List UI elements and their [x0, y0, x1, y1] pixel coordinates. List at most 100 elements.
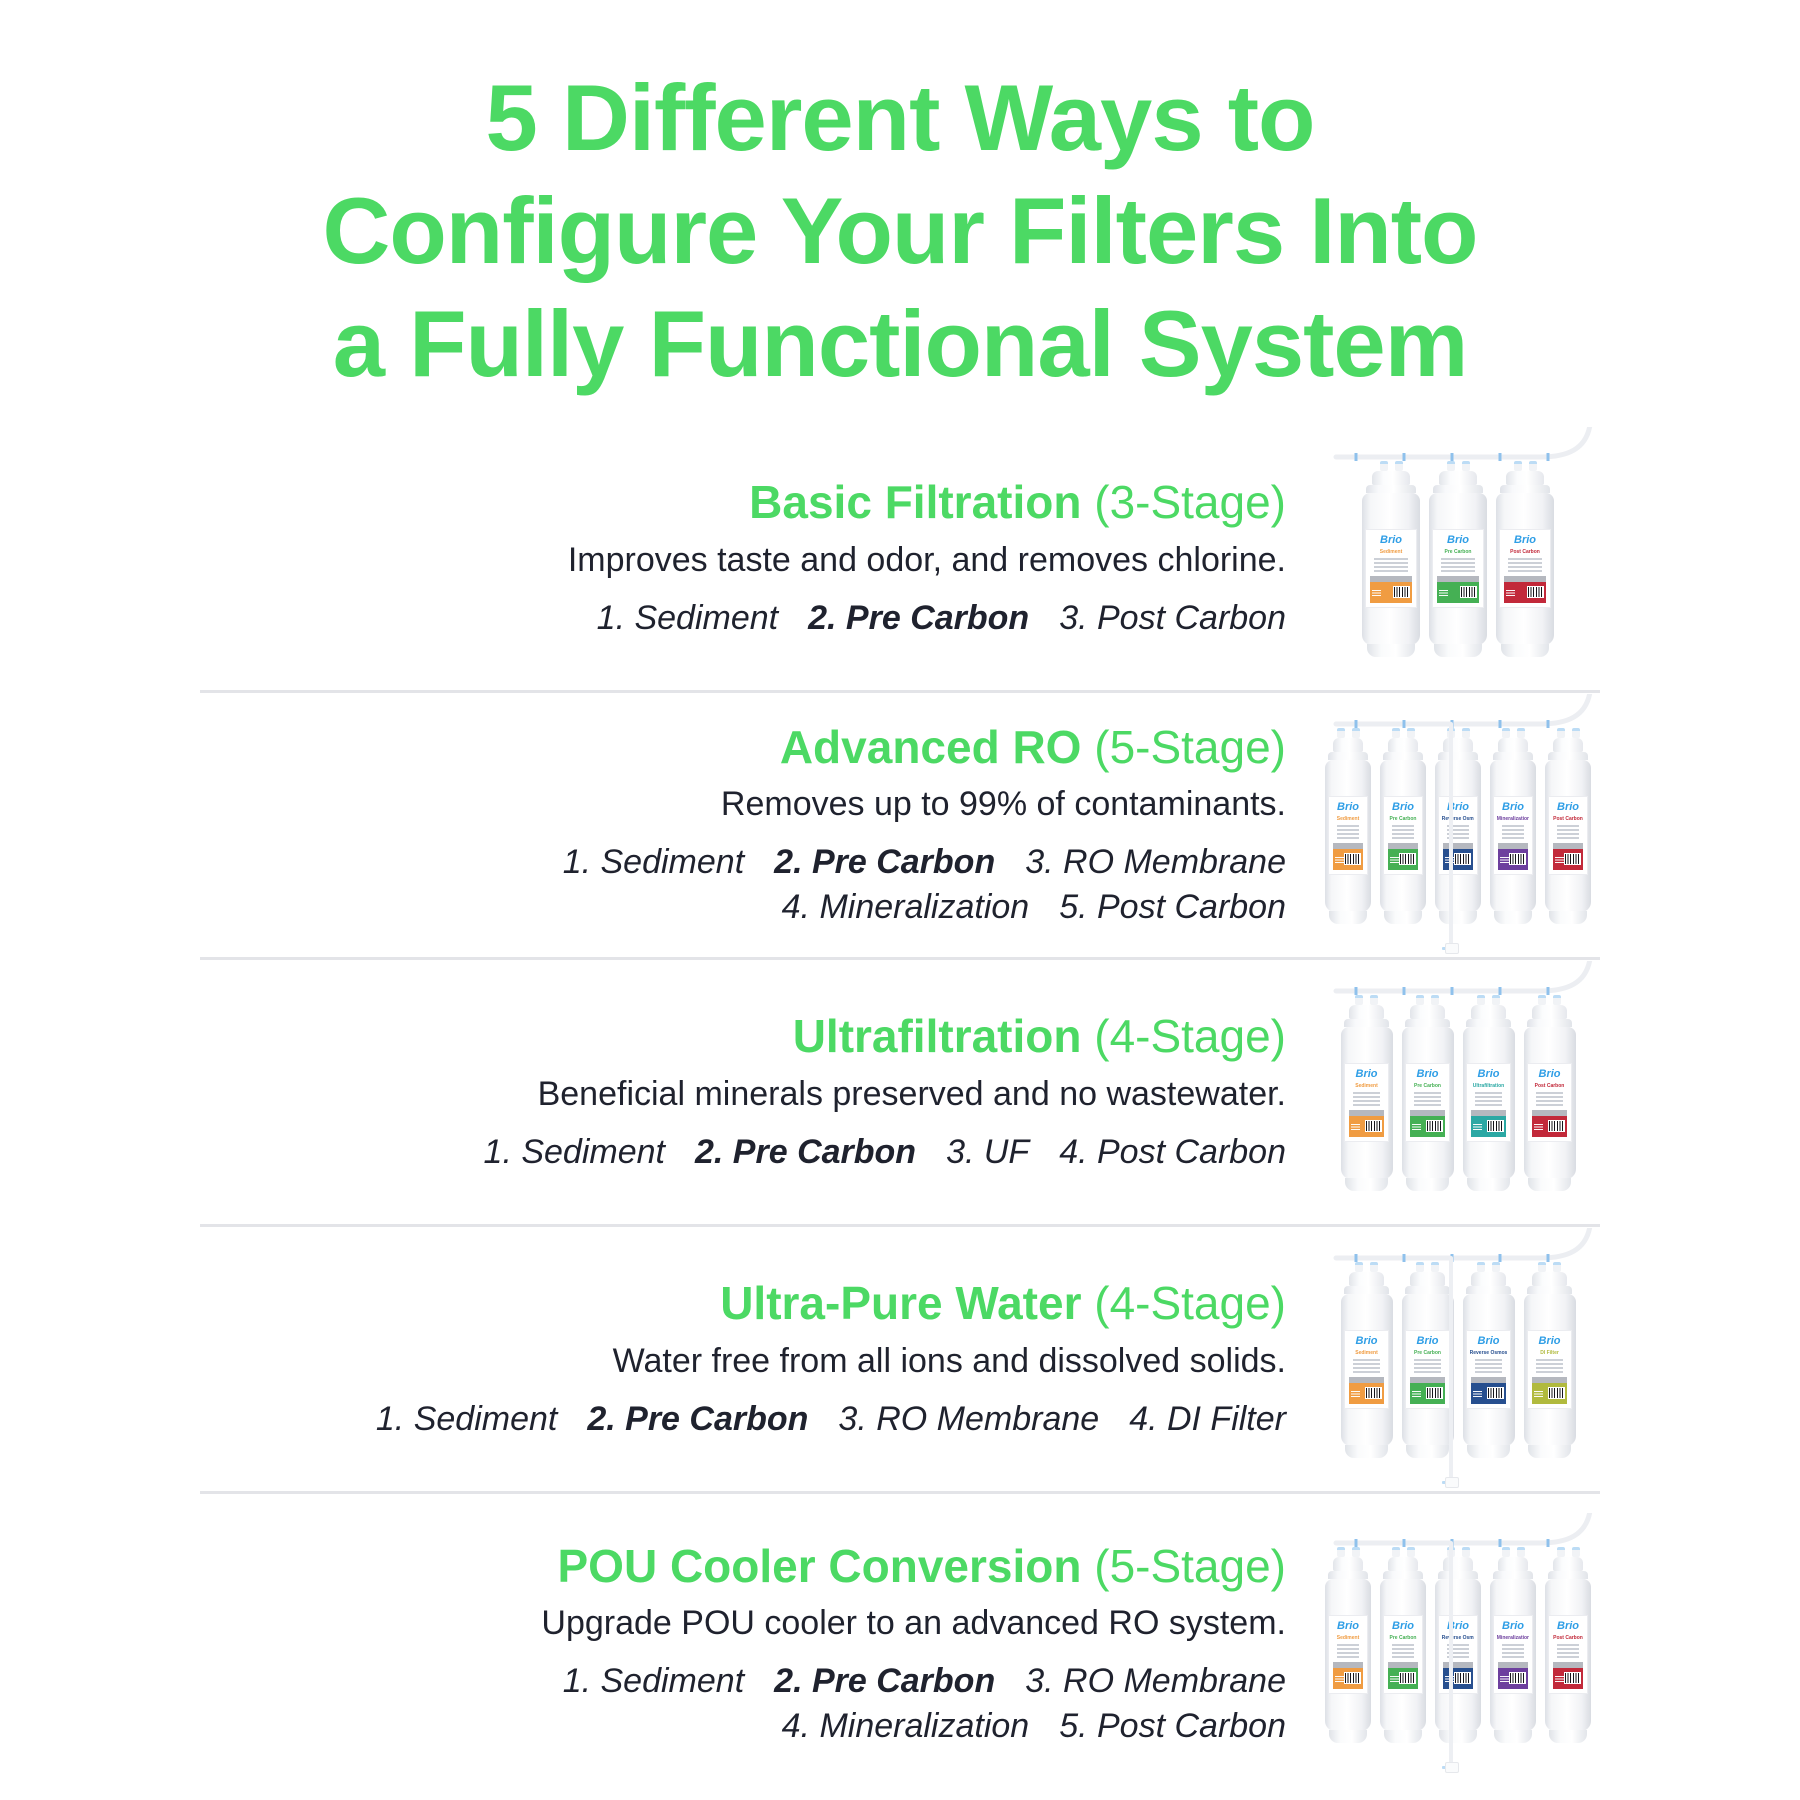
- filter-foot: [1383, 1730, 1423, 1744]
- section-heading-name: Advanced RO: [779, 720, 1082, 773]
- filter-neck: [1505, 471, 1545, 486]
- band-fine-print: [1439, 588, 1449, 597]
- section-text: Ultrafiltration (4-Stage) Beneficial min…: [200, 1010, 1316, 1175]
- brand-logo: Brio: [1355, 1335, 1378, 1348]
- brand-logo: Brio: [1337, 801, 1359, 814]
- label-strip: [1332, 1661, 1364, 1668]
- brand-logo: Brio: [1447, 534, 1469, 547]
- label-fine-print: [1470, 1092, 1508, 1106]
- filter-foot: [1548, 1730, 1588, 1744]
- filter-shoulder: [1405, 1286, 1450, 1295]
- filter-foot: [1500, 644, 1550, 658]
- filter-ports: [1336, 728, 1360, 739]
- section-text: POU Cooler Conversion (5-Stage) Upgrade …: [200, 1540, 1316, 1750]
- label-color-band: [1497, 848, 1529, 870]
- filter-ports: [1446, 461, 1470, 472]
- band-fine-print: [1499, 855, 1509, 864]
- tubing-icon: [1333, 427, 1593, 462]
- filter-foot: [1433, 644, 1483, 658]
- barcode-icon: [1399, 1672, 1417, 1685]
- filter-name: Mineralization: [1496, 816, 1530, 823]
- barcode-icon: [1509, 853, 1527, 866]
- stage-item: 4. Post Carbon: [1059, 1132, 1286, 1171]
- band-fine-print: [1472, 1122, 1482, 1131]
- brand-logo: Brio: [1392, 1620, 1414, 1633]
- label-strip: [1442, 1661, 1474, 1668]
- brand-logo: Brio: [1557, 1620, 1579, 1633]
- filter-foot: [1466, 1178, 1511, 1192]
- page-title-line-3: a Fully Functional System: [332, 290, 1469, 396]
- brand-logo: Brio: [1380, 534, 1402, 547]
- label-strip: [1497, 1661, 1529, 1668]
- filter-shoulder: [1500, 485, 1550, 494]
- brand-logo: Brio: [1355, 1068, 1378, 1081]
- section-text: Basic Filtration (3-Stage) Improves tast…: [200, 476, 1316, 641]
- label-strip: [1442, 842, 1474, 849]
- section-ultra-pure-water: Ultra-Pure Water (4-Stage) Water free fr…: [200, 1227, 1600, 1495]
- label-fine-print: [1531, 1359, 1569, 1373]
- barcode-icon: [1426, 1387, 1444, 1400]
- brand-logo: Brio: [1447, 1620, 1469, 1633]
- filter-ports: [1556, 728, 1580, 739]
- filter-shoulder: [1493, 1571, 1533, 1580]
- barcode-icon: [1564, 1672, 1582, 1685]
- filter-ports: [1379, 461, 1403, 472]
- barcode-icon: [1365, 1387, 1383, 1400]
- stage-count-label: (5-Stage): [1094, 720, 1286, 773]
- band-fine-print: [1411, 1122, 1421, 1131]
- stage-item: 2. Pre Carbon: [774, 1662, 996, 1701]
- brand-logo: Brio: [1337, 1620, 1359, 1633]
- brand-logo: Brio: [1416, 1335, 1439, 1348]
- label-strip: [1348, 1376, 1385, 1383]
- barcode-icon: [1454, 853, 1472, 866]
- label-color-band: [1348, 1382, 1385, 1404]
- filter-neck: [1471, 1005, 1506, 1020]
- filter-name: Reverse Osmosis: [1442, 816, 1474, 823]
- filter-neck: [1497, 1557, 1529, 1572]
- filter-shoulder: [1527, 1019, 1572, 1028]
- label-strip: [1437, 575, 1479, 582]
- filter-ports: [1538, 995, 1561, 1006]
- filter-shoulder: [1383, 752, 1423, 761]
- barcode-icon: [1548, 1120, 1566, 1133]
- stage-item: 3. RO Membrane: [1025, 1662, 1286, 1701]
- filter-shoulder: [1438, 752, 1478, 761]
- stage-item: 1. Sediment: [562, 1662, 745, 1701]
- label-fine-print: [1442, 1644, 1474, 1658]
- band-fine-print: [1411, 1389, 1421, 1398]
- filter-neck: [1497, 738, 1529, 753]
- page-title: 5 Different Ways to Configure Your Filte…: [0, 62, 1800, 400]
- label-strip: [1531, 1376, 1568, 1383]
- stage-item: 4. Mineralization: [781, 888, 1030, 927]
- filter-neck: [1471, 1272, 1506, 1287]
- barcode-icon: [1426, 1120, 1444, 1133]
- label-color-band: [1531, 1382, 1568, 1404]
- section-heading: Basic Filtration (3-Stage): [200, 476, 1286, 529]
- page-title-line-2: Configure Your Filters Into: [322, 177, 1479, 283]
- label-strip: [1497, 842, 1529, 849]
- filter-neck: [1332, 1557, 1364, 1572]
- filter-name: Post Carbon: [1553, 816, 1583, 823]
